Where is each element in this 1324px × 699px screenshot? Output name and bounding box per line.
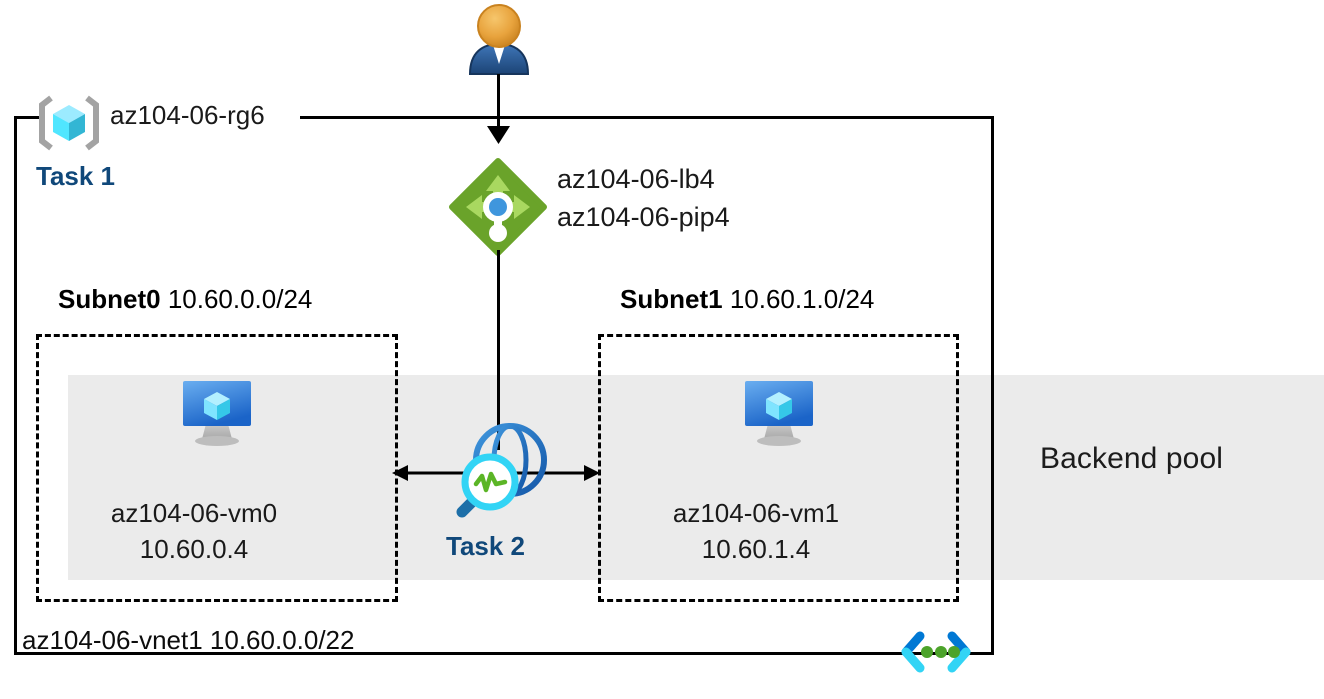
subnet-0-cidr: 10.60.0.0/24: [167, 284, 313, 314]
client-to-lb-line: [497, 74, 500, 130]
vm-1-private-ip: 10.60.1.4: [701, 534, 811, 564]
backend-pool-label: Backend pool: [1040, 442, 1224, 475]
subnet-0-name: Subnet0: [58, 284, 161, 314]
load-balancer-public-ip-name: az104-06-pip4: [557, 202, 730, 232]
load-balancer-name: az104-06-lb4: [557, 164, 715, 194]
resource-group-name: az104-06-rg6: [110, 100, 265, 130]
resource-group-border-right: [991, 116, 994, 655]
vm-0-private-ip: 10.60.0.4: [139, 534, 249, 564]
subnet-1-name: Subnet1: [620, 284, 723, 314]
lb-to-network-line: [497, 250, 500, 450]
user-icon: [460, 2, 538, 76]
resource-group-border-top-right: [300, 116, 994, 119]
resource-group-border-bottom: [14, 652, 994, 655]
task-2-label: Task 2: [446, 531, 526, 561]
subnet-1-cidr: 10.60.1.0/24: [729, 284, 875, 314]
subnet-1-label: Subnet1 10.60.1.0/24: [620, 284, 874, 315]
virtual-machine-icon: [740, 379, 818, 447]
network-watcher-globe-icon: [452, 420, 550, 518]
virtual-machine-icon: [178, 379, 256, 447]
client-to-lb-arrowhead: [487, 126, 510, 144]
resource-group-border-left: [14, 116, 17, 655]
subnet-0-label: Subnet0 10.60.0.0/24: [58, 284, 312, 315]
load-balancer-icon: [448, 157, 548, 257]
task-1-label: Task 1: [36, 161, 116, 191]
vm-0-name: az104-06-vm0: [110, 498, 278, 528]
resource-group-cube-icon: [36, 94, 102, 152]
vnet-label: az104-06-vnet1 10.60.0.0/22: [22, 625, 355, 655]
backend-pool-band: [68, 375, 1324, 580]
vm-1-name: az104-06-vm1: [672, 498, 840, 528]
subnet-0-box: [36, 334, 398, 602]
resource-group-border-top-left: [14, 116, 40, 119]
subnet-1-box: [598, 334, 959, 602]
virtual-network-icon: [896, 630, 976, 674]
